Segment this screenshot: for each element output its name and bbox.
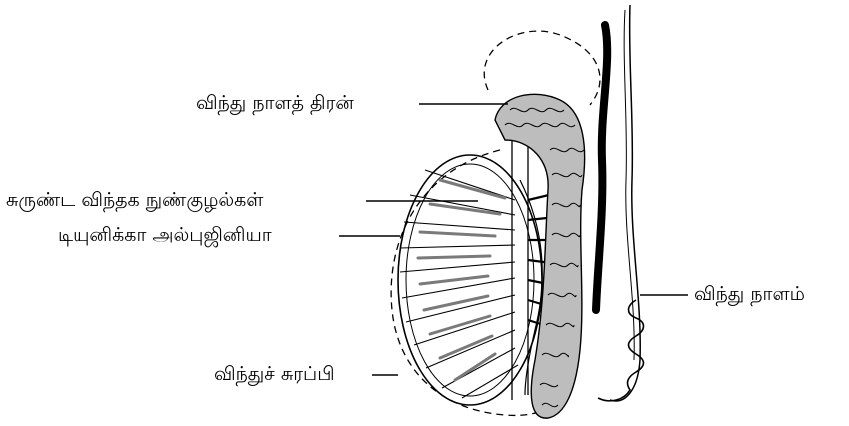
spermatic-cord-tube [610, 5, 640, 401]
label-testis: விந்துச் சுரப்பி [214, 363, 335, 385]
label-seminiferous-tubules: சுருண்ட விந்தக நுண்குழல்கள் [6, 189, 263, 211]
tunica-albuginea-layer [406, 164, 534, 396]
vas-deferens-coil [598, 300, 644, 401]
label-spermatic-cord-sheath: விந்து நாளத் திரன் [196, 92, 354, 114]
label-tunica-albuginea: டியுனிக்கா அல்புஜினியா [58, 224, 272, 246]
label-vas-deferens: விந்து நாளம் [694, 283, 805, 305]
spermatic-vessel [596, 25, 607, 310]
tubule-hatching [418, 180, 505, 380]
epididymis [495, 94, 585, 418]
testis-body [398, 155, 542, 405]
